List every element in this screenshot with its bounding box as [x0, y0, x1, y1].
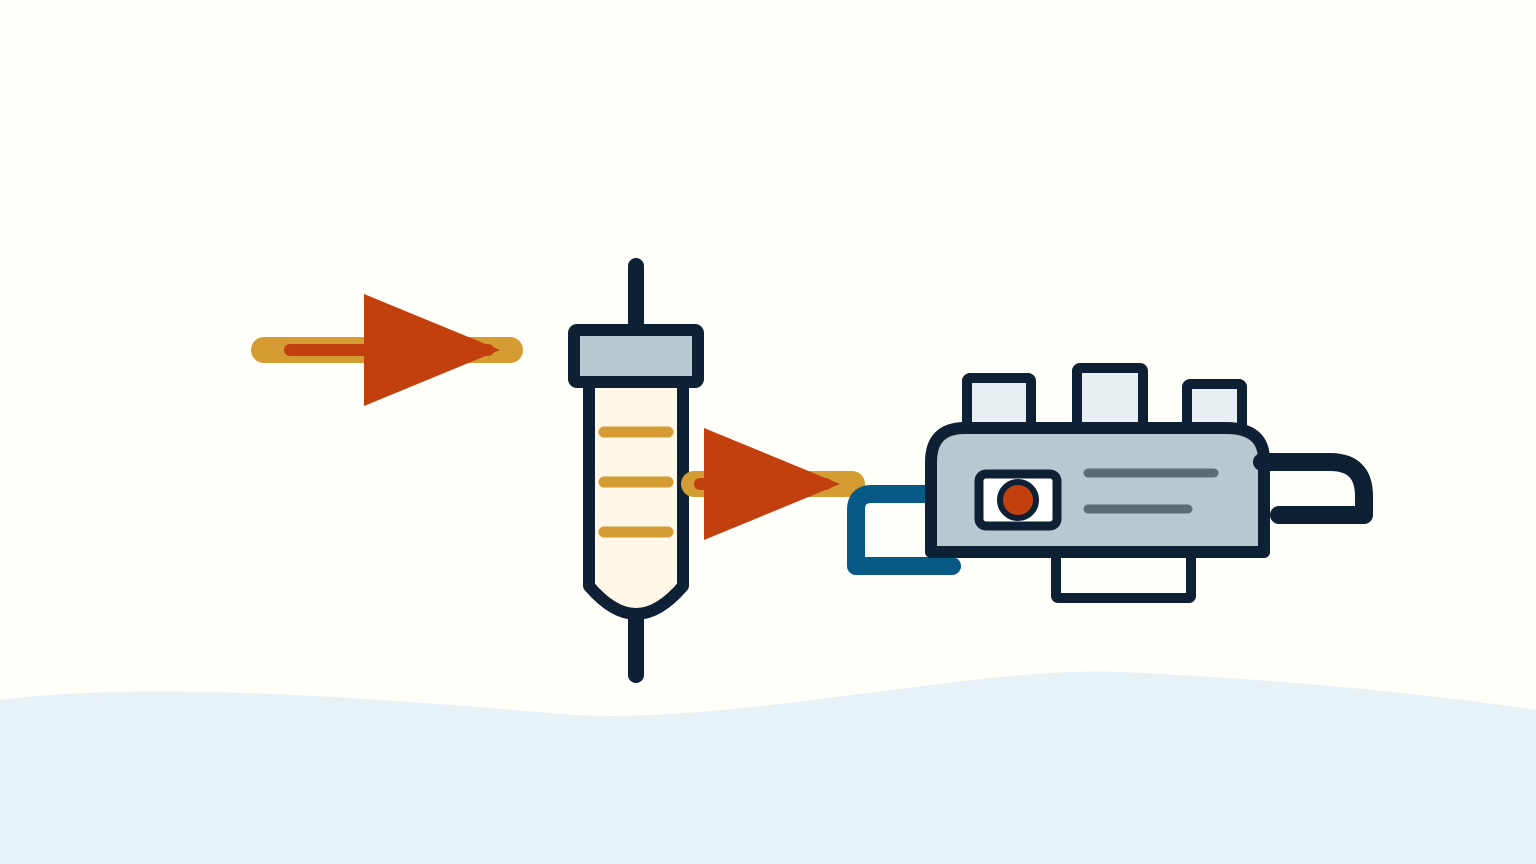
- ground-wave: [0, 671, 1536, 864]
- column-body: [583, 376, 689, 620]
- inlet-arrow-head: [364, 294, 500, 406]
- outlet-arrow-icon: [681, 428, 865, 540]
- chromatography-column-icon: [568, 258, 704, 683]
- detector-module: [1072, 363, 1148, 433]
- detector-outlet-tube: [1253, 453, 1373, 524]
- detector-instrument-icon: [847, 363, 1373, 603]
- inlet-arrow-icon: [251, 294, 523, 406]
- detector-module: [1182, 379, 1247, 433]
- detector-indicator-light: [997, 479, 1039, 521]
- outlet-arrow-head: [704, 428, 840, 540]
- return-pipe: [847, 485, 961, 575]
- column-cap: [568, 324, 704, 388]
- detector-module: [962, 373, 1036, 433]
